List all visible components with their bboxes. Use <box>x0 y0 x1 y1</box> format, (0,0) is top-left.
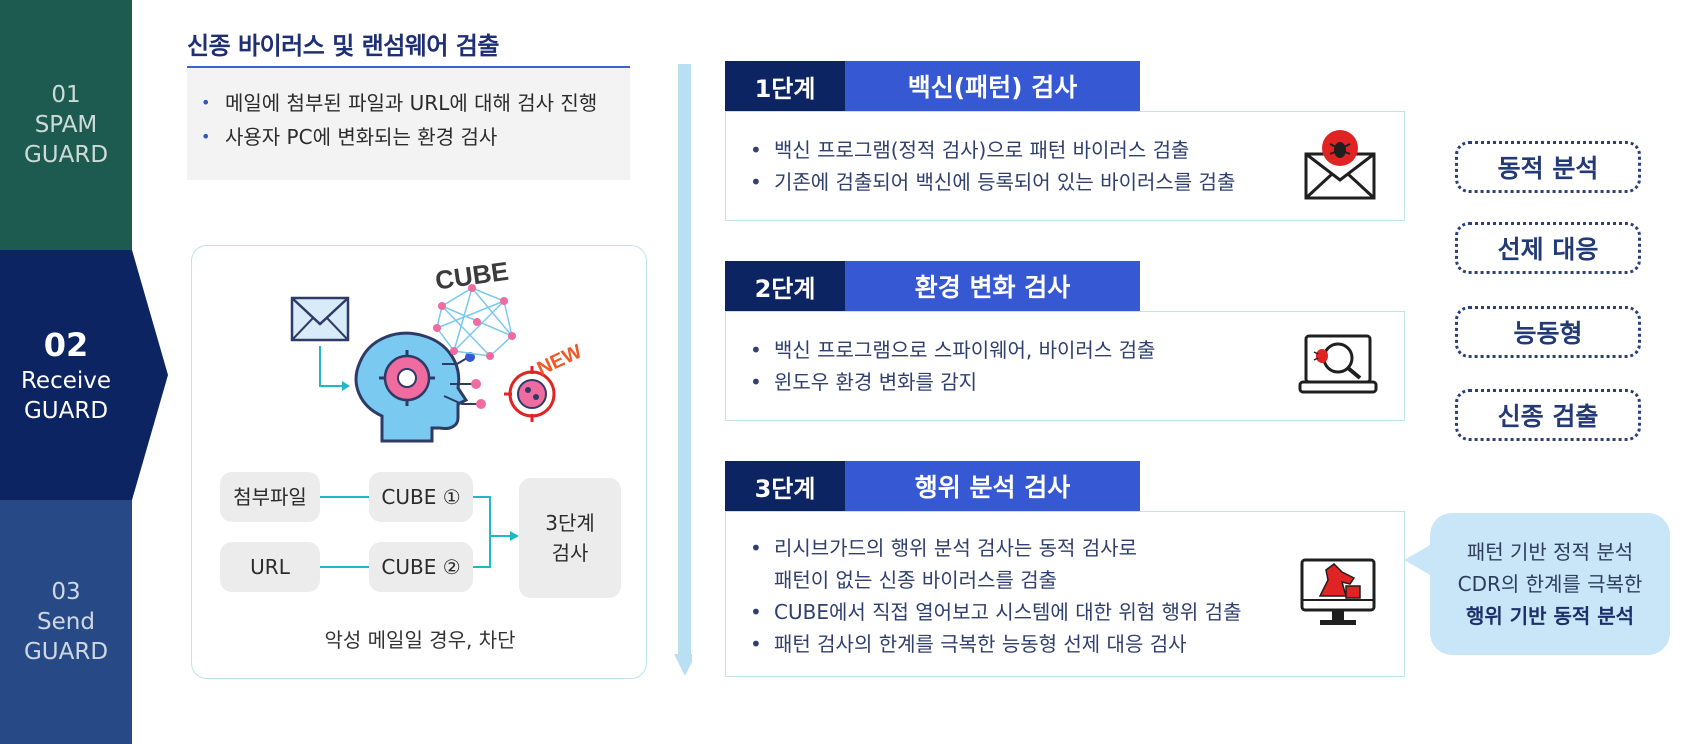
nav-item-label: GUARD <box>23 398 109 424</box>
nav-item-label: SPAM <box>34 112 98 138</box>
stage-title: 행위 분석 검사 <box>845 461 1140 511</box>
stage-bullet: 백신 프로그램(정적 검사)으로 패턴 바이러스 검출 <box>748 134 1386 166</box>
nav-item-label: GUARD <box>23 639 109 665</box>
callout-line: CDR의 한계를 극복한 <box>1457 572 1643 596</box>
stage-bullet: 윈도우 환경 변화를 감지 <box>748 366 1386 398</box>
callout-line: 패턴 기반 정적 분석 <box>1466 540 1634 564</box>
stage3-node-line: 검사 <box>551 541 589 565</box>
nav-item-label: GUARD <box>23 142 109 168</box>
nav-item-receive-guard[interactable]: 02 Receive GUARD <box>0 250 132 500</box>
stage-title: 환경 변화 검사 <box>845 261 1140 311</box>
stage-body: 리시브가드의 행위 분석 검사는 동적 검사로 패턴이 없는 신종 바이러스를 … <box>725 511 1405 677</box>
page-title: 신종 바이러스 및 랜섬웨어 검출 <box>187 32 499 60</box>
feature-tag-new-detection: 신종 검출 <box>1455 389 1641 441</box>
nav-item-number: 03 <box>51 579 81 605</box>
side-nav: 01 SPAM GUARD 02 Receive GUARD 03 Send G… <box>0 0 168 744</box>
stage-tag: 3단계 <box>725 461 845 511</box>
cube-network-nodes <box>433 284 516 360</box>
panel-caption: 악성 메일일 경우, 차단 <box>324 628 516 652</box>
attachment-node: 첨부파일 <box>220 472 320 522</box>
stage-bullet: 리시브가드의 행위 분석 검사는 동적 검사로 <box>748 532 1386 564</box>
intro-bullet: 사용자 PC에 변화되는 환경 검사 <box>201 120 616 154</box>
stage-1: 1단계 백신(패턴) 검사 백신 프로그램(정적 검사)으로 패턴 바이러스 검… <box>725 61 1405 221</box>
cube-flow-panel: CUBE NEW 첨부파일 URL CUBE ① CUBE ② 3단계 검사 악… <box>191 245 647 679</box>
mail-bug-icon <box>1304 130 1376 200</box>
nav-item-label: Receive <box>20 368 112 394</box>
feature-tag-active-type: 능동형 <box>1455 306 1641 358</box>
stage-title: 백신(패턴) 검사 <box>845 61 1140 111</box>
stage-3: 3단계 행위 분석 검사 리시브가드의 행위 분석 검사는 동적 검사로 패턴이… <box>725 461 1405 677</box>
nav-item-label: Send <box>37 609 95 635</box>
stage-bullet: 기존에 검출되어 백신에 등록되어 있는 바이러스를 검출 <box>748 166 1386 198</box>
nav-item-send-guard[interactable]: 03 Send GUARD <box>0 500 132 744</box>
stage-body: 백신 프로그램(정적 검사)으로 패턴 바이러스 검출 기존에 검출되어 백신에… <box>725 111 1405 221</box>
brain-head-icon <box>354 331 486 443</box>
callout-highlight: 행위 기반 동적 분석 <box>1465 604 1635 628</box>
cube1-node: CUBE ① <box>369 472 473 522</box>
callout-pointer <box>1404 544 1432 576</box>
url-node: URL <box>220 542 320 592</box>
behavior-analysis-callout: 패턴 기반 정적 분석 CDR의 한계를 극복한 행위 기반 동적 분석 <box>1430 513 1670 655</box>
stage-bullet: CUBE에서 직접 열어보고 시스템에 대한 위험 행위 검출 <box>748 596 1386 628</box>
nav-item-number: 01 <box>51 82 81 108</box>
monitor-trojan-icon <box>1300 558 1376 625</box>
envelope-connector <box>319 346 342 387</box>
intro-bullet: 메일에 첨부된 파일과 URL에 대해 검사 진행 <box>201 86 616 120</box>
nav-item-number: 02 <box>43 326 89 364</box>
virus-target-icon <box>504 366 556 422</box>
cube-illustration: CUBE NEW <box>290 256 585 443</box>
cube2-node: CUBE ② <box>369 542 473 592</box>
feature-tag-dynamic-analysis: 동적 분석 <box>1455 141 1641 193</box>
stage-body: 백신 프로그램으로 스파이웨어, 바이러스 검출 윈도우 환경 변화를 감지 <box>725 311 1405 421</box>
stage-bullet: 패턴 검사의 한계를 극복한 능동형 선제 대응 검사 <box>748 628 1386 660</box>
process-flow-arrow <box>674 64 692 676</box>
feature-tag-proactive-response: 선제 대응 <box>1455 222 1641 274</box>
stage3-node-line: 3단계 <box>545 511 595 535</box>
laptop-magnifier-icon <box>1298 334 1378 394</box>
stage-2: 2단계 환경 변화 검사 백신 프로그램으로 스파이웨어, 바이러스 검출 윈도… <box>725 261 1405 421</box>
stage-bullet: 백신 프로그램으로 스파이웨어, 바이러스 검출 <box>748 334 1386 366</box>
intro-box: 메일에 첨부된 파일과 URL에 대해 검사 진행 사용자 PC에 변화되는 환… <box>187 68 630 180</box>
title-underline <box>187 66 630 68</box>
flow-connectors <box>320 496 519 568</box>
stage-tag: 1단계 <box>725 61 845 111</box>
nav-item-spam-guard[interactable]: 01 SPAM GUARD <box>0 0 132 250</box>
stage-bullet-continued: 패턴이 없는 신종 바이러스를 검출 <box>774 568 1058 592</box>
stage3-node: 3단계 검사 <box>519 478 621 598</box>
stage-tag: 2단계 <box>725 261 845 311</box>
envelope-icon <box>290 296 350 342</box>
active-nav-pointer <box>132 250 168 500</box>
